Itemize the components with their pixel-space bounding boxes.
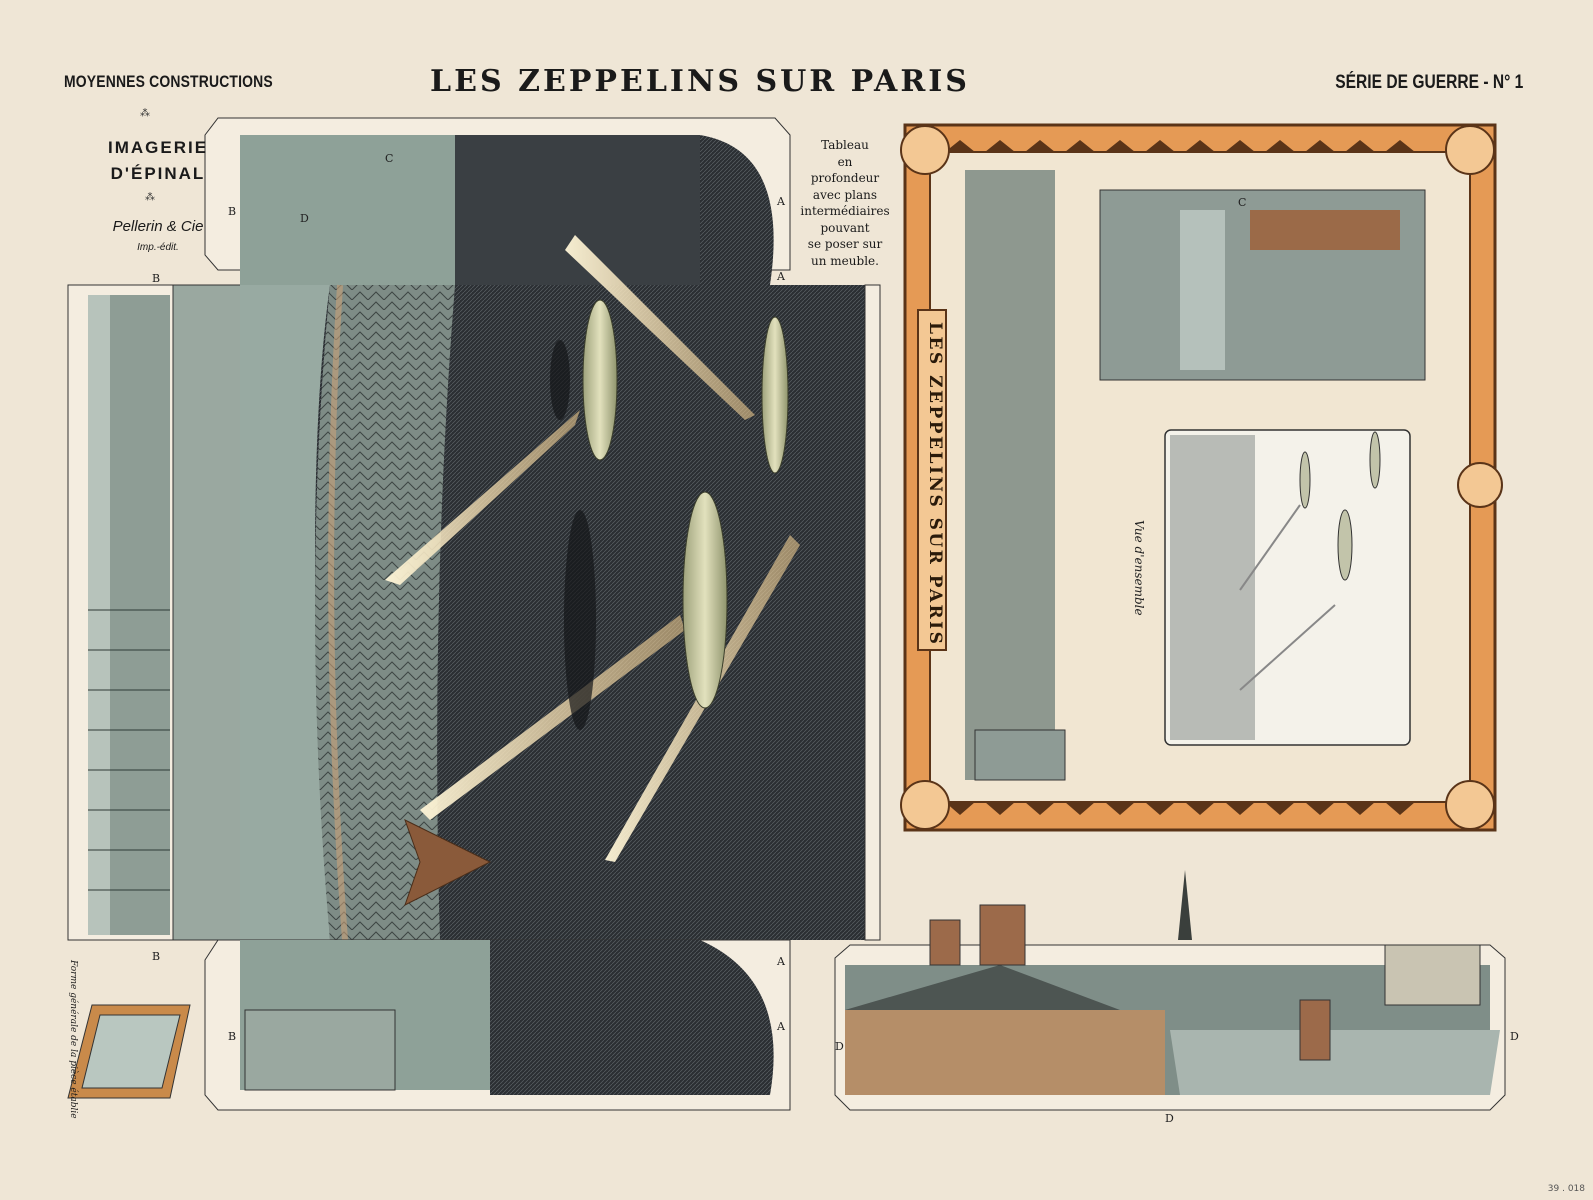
- publisher-line1: IMAGERIE: [107, 138, 209, 157]
- catalog-mark: 39 . 018: [1547, 1184, 1585, 1194]
- note-line: en: [837, 154, 853, 169]
- bottom-tab: [204, 939, 791, 1111]
- note-line: avec plans: [812, 187, 878, 202]
- printer-name: Pellerin & Cie: [112, 218, 204, 235]
- small-tray: [67, 1004, 191, 1099]
- note-line: profondeur: [810, 171, 880, 185]
- fold-mark-c: C: [1238, 196, 1247, 209]
- rooftops-panel: [834, 870, 1506, 1111]
- ornament-top: ⁂: [140, 108, 156, 119]
- fold-mark-b: B: [228, 205, 237, 218]
- printer-role: Imp.-édit.: [137, 242, 179, 253]
- fold-mark-d: D: [1510, 1030, 1519, 1043]
- fold-mark-a: A: [777, 270, 785, 283]
- inner-scenes: [965, 170, 1426, 781]
- note-line: se poser sur: [807, 237, 883, 251]
- note-line: intermédiaires: [800, 204, 890, 218]
- fold-mark-c: C: [385, 152, 394, 165]
- fold-mark-a: A: [777, 1020, 785, 1033]
- fold-mark-b: B: [152, 950, 161, 963]
- fold-mark-b: B: [228, 1030, 237, 1043]
- note-line: Tableau: [821, 138, 869, 152]
- publisher-line2: D'ÉPINAL: [110, 164, 206, 183]
- assembly-note: Tableau en profondeur avec plans intermé…: [780, 137, 910, 269]
- frame-banner-text: LES ZEPPELINS SUR PARIS: [925, 322, 945, 647]
- ornament-bottom: ⁂: [145, 192, 161, 203]
- note-line: un meuble.: [811, 253, 879, 268]
- sheet-title: LES ZEPPELINS SUR PARIS: [430, 64, 970, 99]
- series-category: MOYENNES CONSTRUCTIONS: [64, 72, 273, 91]
- left-side-panel: [67, 284, 242, 941]
- series-number: SÉRIE DE GUERRE - N° 1: [1334, 72, 1523, 93]
- fold-mark-a: A: [777, 955, 785, 968]
- fold-mark-a: A: [777, 195, 785, 208]
- top-tab: [204, 117, 791, 285]
- fold-mark-d: D: [1165, 1112, 1174, 1125]
- fold-mark-d: D: [300, 212, 309, 225]
- tray-caption: Forme générale de la pièce établie: [68, 960, 78, 1119]
- main-scene: [240, 235, 865, 941]
- preview-caption-text: Vue d'ensemble: [1132, 520, 1146, 616]
- note-line: pouvant: [820, 220, 870, 235]
- right-fold-strip: [864, 284, 881, 941]
- fold-mark-b: B: [152, 272, 161, 285]
- fold-mark-d: D: [835, 1040, 844, 1053]
